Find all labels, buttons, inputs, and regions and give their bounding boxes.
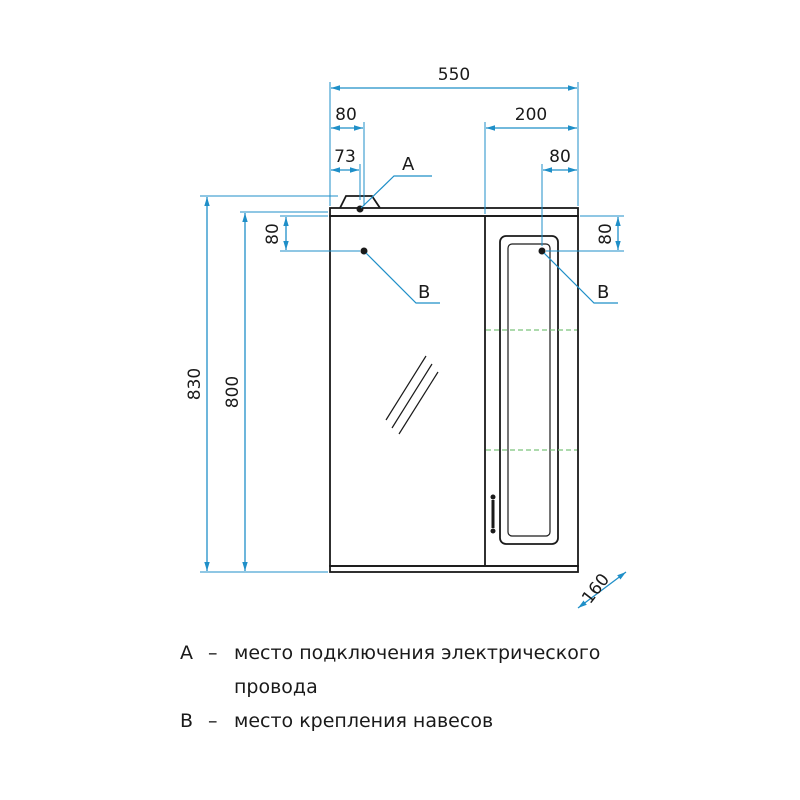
dim-160: 160 — [577, 570, 627, 609]
legend-key-b: В — [180, 710, 194, 732]
dim-label-left-vertical-80: 80 — [263, 223, 283, 245]
dim-label-550: 550 — [438, 65, 470, 85]
legend: А – место подключения электрического про… — [180, 636, 780, 738]
dim-left-80: 80 — [331, 105, 365, 206]
leader-b-left: B — [365, 252, 440, 304]
legend-key-a: А — [180, 642, 193, 664]
legend-dash-b: – — [208, 710, 218, 732]
dim-right-vertical-80: 80 — [546, 215, 624, 252]
mirror-reflection-marks — [385, 355, 439, 435]
legend-text-a: место подключения электрического провода — [234, 642, 601, 698]
door-frame — [499, 235, 559, 545]
dim-right-80: 80 — [541, 147, 577, 246]
label-b-right: B — [597, 282, 609, 303]
dim-label-160: 160 — [578, 570, 614, 608]
door-handle — [490, 494, 496, 534]
legend-row-b: В – место крепления навесов — [180, 704, 780, 738]
dim-550: 550 — [329, 65, 579, 206]
dim-label-830: 830 — [185, 368, 205, 400]
legend-text-b: место крепления навесов — [234, 710, 494, 732]
legend-dash-a: – — [208, 642, 218, 664]
cabinet-dimension-drawing: 550 80 73 200 80 830 800 — [185, 65, 627, 609]
dim-label-left-80: 80 — [335, 105, 357, 125]
dim-label-800: 800 — [223, 376, 243, 408]
dim-73: 73 — [331, 147, 361, 200]
dim-label-right-80: 80 — [549, 147, 571, 167]
legend-row-a: А – место подключения электрического про… — [180, 636, 780, 704]
dim-label-right-vertical-80: 80 — [596, 223, 616, 245]
dim-800: 800 — [223, 211, 328, 571]
dim-200: 200 — [484, 105, 577, 214]
dim-label-200: 200 — [515, 105, 547, 125]
leader-b-right: B — [543, 252, 618, 304]
cabinet-outline — [329, 195, 579, 573]
point-b-right — [538, 247, 546, 255]
dim-label-73: 73 — [334, 147, 356, 167]
dim-left-vertical-80: 80 — [263, 215, 360, 252]
dim-830: 830 — [185, 195, 338, 573]
label-b-left: B — [418, 282, 430, 303]
point-b-left — [360, 247, 368, 255]
leader-a: A — [360, 154, 432, 209]
label-a: A — [402, 154, 415, 175]
